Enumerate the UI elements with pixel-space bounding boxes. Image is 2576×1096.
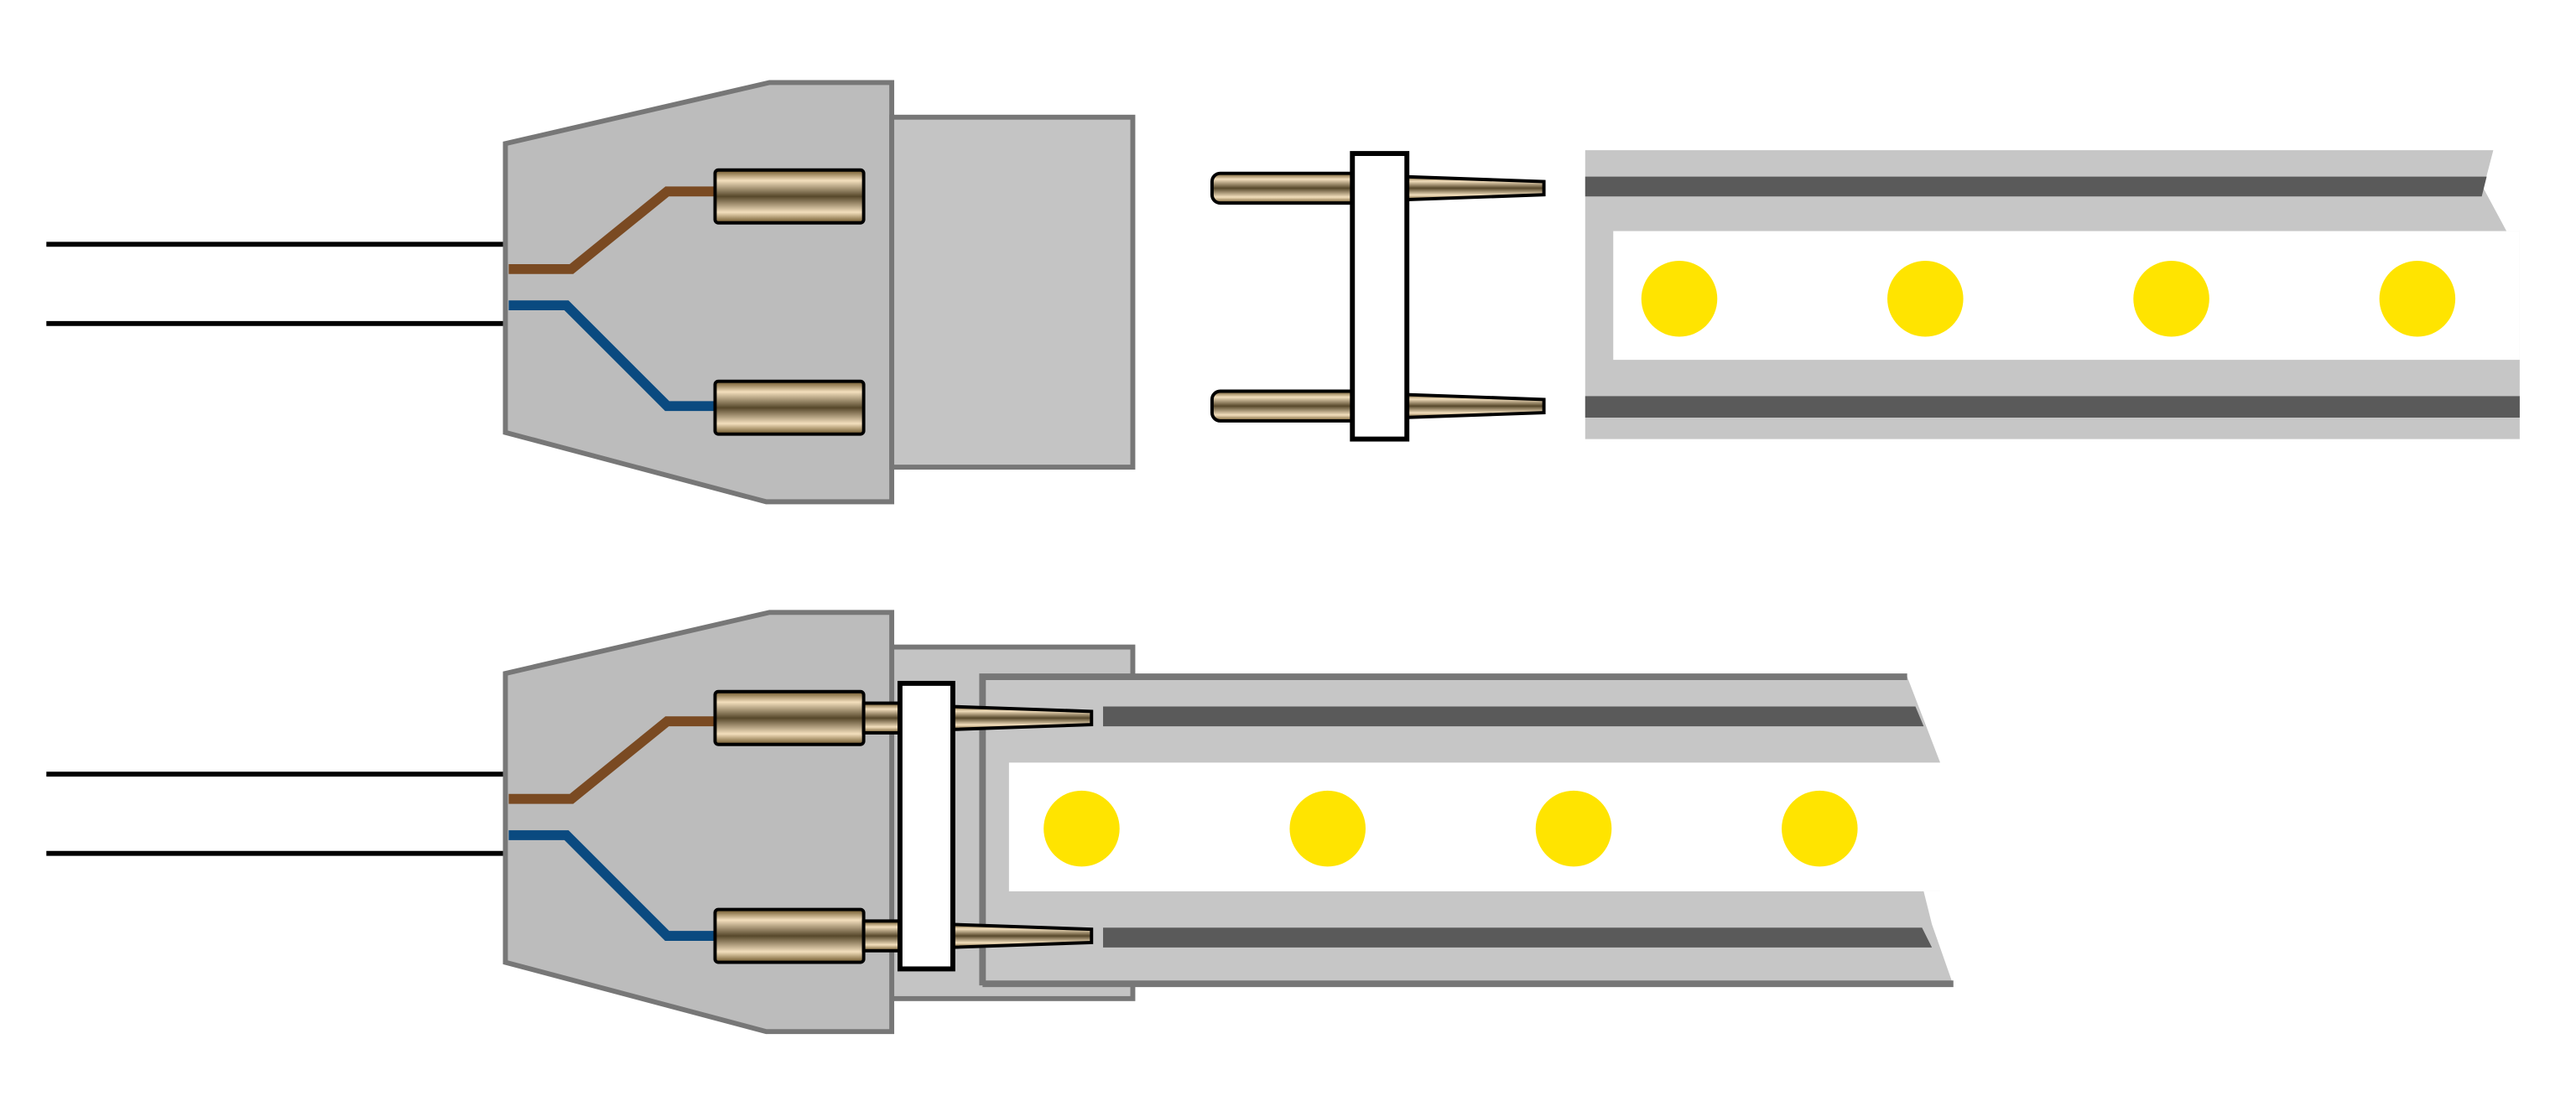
plug-housing bbox=[502, 610, 895, 1035]
led bbox=[2379, 261, 2456, 337]
pin-left-top bbox=[1210, 171, 1363, 205]
led-strip bbox=[979, 673, 1954, 988]
led bbox=[1289, 790, 1366, 867]
brown-wire bbox=[508, 186, 717, 274]
pin-spike-bottom bbox=[948, 922, 1094, 949]
contact-sleeve-top bbox=[713, 689, 866, 746]
pin-left-bottom bbox=[1210, 389, 1363, 423]
pin-connector bbox=[861, 680, 1094, 972]
blue-wire bbox=[508, 830, 717, 941]
pin-spike-top bbox=[948, 704, 1094, 732]
assembled-view bbox=[46, 610, 1954, 1035]
conductor-bottom bbox=[1103, 927, 1933, 948]
cable bbox=[46, 242, 506, 326]
cable bbox=[46, 771, 506, 856]
plug-housing bbox=[502, 80, 895, 505]
led bbox=[1043, 790, 1120, 867]
contact-sleeve-bottom bbox=[713, 379, 866, 436]
socket-shell bbox=[889, 114, 1136, 470]
blue-wire bbox=[508, 300, 717, 412]
conductor-top bbox=[1103, 706, 1924, 727]
pin-carrier-bar bbox=[897, 680, 955, 972]
conductor-bottom bbox=[1585, 396, 2520, 418]
conductor-top bbox=[1585, 176, 2487, 197]
led bbox=[1782, 790, 1858, 867]
disassembled-view bbox=[46, 80, 2520, 505]
led-strip bbox=[1585, 150, 2520, 439]
pin-left-bottom bbox=[861, 919, 905, 953]
pin-left-top bbox=[861, 701, 905, 735]
led bbox=[2133, 261, 2209, 337]
led bbox=[1641, 261, 1718, 337]
pin-carrier-bar bbox=[1350, 151, 1410, 442]
led bbox=[1535, 790, 1612, 867]
contact-sleeve-top bbox=[713, 168, 866, 225]
led bbox=[1887, 261, 1964, 337]
contact-sleeve-bottom bbox=[713, 907, 866, 964]
pin-spike-bottom bbox=[1402, 392, 1546, 420]
pin-spike-top bbox=[1402, 174, 1546, 202]
brown-wire bbox=[508, 716, 717, 804]
pin-connector bbox=[1210, 151, 1546, 442]
